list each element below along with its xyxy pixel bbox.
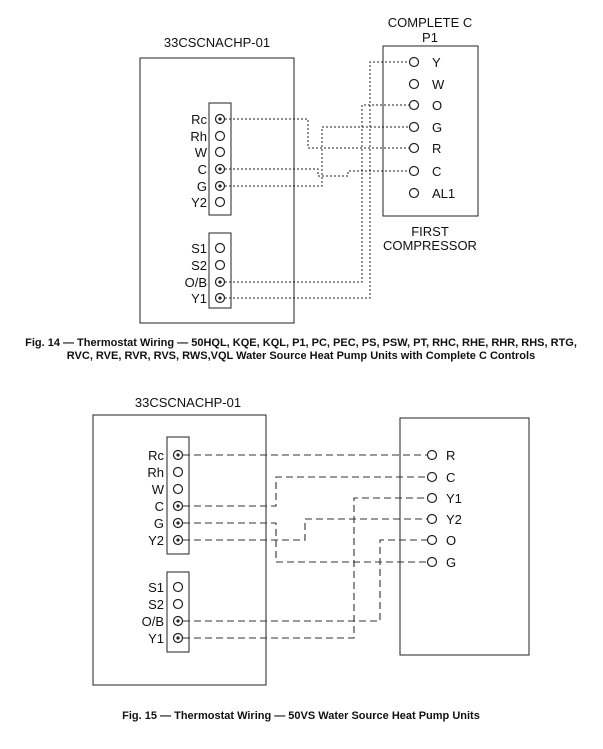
fig15-wire-end-y2 (176, 538, 180, 542)
fig15-terminal-s1 (172, 581, 184, 593)
fig15-terminal-label-c: C (155, 499, 164, 514)
fig14-terminal-label-c: C (198, 162, 207, 177)
fig14-terminal-w (214, 146, 226, 158)
fig15-terminal-label-s1: S1 (148, 580, 164, 595)
fig14-control-footer-line1: FIRST (411, 224, 449, 239)
fig15-terminal-label-w: W (152, 482, 165, 497)
fig14-control-label-o: O (432, 98, 442, 113)
fig15-unit-label-r: R (446, 448, 455, 463)
fig15-terminal-rh (172, 466, 184, 478)
fig15-terminal-label-y1: Y1 (148, 631, 164, 646)
fig15-terminal-label-rc: Rc (148, 448, 164, 463)
fig15-terminal-label-y2: Y2 (148, 533, 164, 548)
fig15-unit-terminal-g (426, 556, 438, 568)
fig15-wire-ob-to-o (183, 539, 427, 622)
fig15-unit-terminal-o (426, 534, 438, 546)
fig15-unit-label-y2: Y2 (446, 512, 462, 527)
fig14-control-terminal-c (408, 165, 420, 177)
fig14-wire-ob-to-o (225, 104, 409, 283)
fig14-terminal-s1 (214, 242, 226, 254)
fig15-unit-label-g: G (446, 555, 456, 570)
fig14-control-label-c: C (432, 164, 441, 179)
fig15-wire-g-to-g (183, 522, 427, 563)
fig14-control-label-al1: AL1 (432, 186, 455, 201)
fig14-control-label-y: Y (432, 55, 441, 70)
fig14-caption-line2: RVC, RVE, RVR, RVS, RWS,VQL Water Source… (67, 350, 535, 362)
fig14-thermostat-box (139, 57, 295, 324)
fig15-terminal-label-g: G (154, 516, 164, 531)
fig14-control-terminal-r (408, 142, 420, 154)
fig14-control-title-line2: P1 (422, 30, 438, 45)
fig15-upper-terminal-strip (166, 436, 190, 555)
fig14-lower-terminal-strip (208, 232, 232, 309)
fig14-terminal-label-s1: S1 (191, 241, 207, 256)
fig14-terminal-label-s2: S2 (191, 258, 207, 273)
fig14-control-terminal-y (408, 56, 420, 68)
fig14-control-label-r: R (432, 141, 441, 156)
fig14-terminal-label-y1: Y1 (191, 291, 207, 306)
fig15-terminal-label-rh: Rh (147, 465, 164, 480)
fig15-terminal-label-s2: S2 (148, 597, 164, 612)
fig15-wire-c-to-c (183, 476, 427, 507)
fig15-wire-end-c (176, 504, 180, 508)
fig15-diagram: 33CSCNACHP-01 Rc Rh W C G Y2 S1 S2 O/B Y… (92, 395, 530, 722)
fig15-wire-end-y1 (176, 636, 180, 640)
fig14-terminal-s2 (214, 259, 226, 271)
fig14-terminal-label-w: W (195, 145, 208, 160)
fig15-wire-end-g (176, 521, 180, 525)
fig14-terminal-rh (214, 130, 226, 142)
fig15-unit-terminal-c (426, 471, 438, 483)
fig15-lower-terminal-strip (166, 571, 190, 653)
fig14-control-label-g: G (432, 120, 442, 135)
fig15-unit-label-o: O (446, 533, 456, 548)
fig15-terminal-s2 (172, 598, 184, 610)
fig14-terminal-y2 (214, 196, 226, 208)
fig14-wire-end-c (218, 167, 222, 171)
fig14-terminal-label-y2: Y2 (191, 195, 207, 210)
fig15-caption: Fig. 15 — Thermostat Wiring — 50VS Water… (122, 710, 480, 722)
fig14-control-title-line1: COMPLETE C (388, 15, 473, 30)
fig14-control-terminal-w (408, 78, 420, 90)
fig15-unit-label-c: C (446, 470, 455, 485)
fig14-terminal-label-g: G (197, 179, 207, 194)
fig14-wire-c-to-c (225, 168, 409, 177)
fig14-control-box (382, 45, 479, 217)
fig15-wire-y2-to-y2 (183, 518, 427, 541)
fig14-terminal-label-rh: Rh (190, 129, 207, 144)
fig15-wire-y1-to-y1 (183, 497, 427, 639)
fig15-unit-box (399, 417, 530, 656)
fig14-upper-terminal-strip (208, 102, 232, 216)
fig14-wire-g-to-g (225, 126, 409, 187)
fig14-control-footer-line2: COMPRESSOR (383, 238, 477, 253)
fig15-unit-terminal-r (426, 449, 438, 461)
fig14-wire-rc-to-r (225, 118, 409, 149)
fig15-wire-end-rc (176, 453, 180, 457)
fig15-terminal-label-ob: O/B (142, 614, 164, 629)
fig15-unit-terminal-y1 (426, 492, 438, 504)
fig15-terminal-w (172, 483, 184, 495)
fig14-control-label-w: W (432, 77, 445, 92)
fig14-thermostat-title: 33CSCNACHP-01 (164, 35, 270, 50)
fig15-unit-label-y1: Y1 (446, 491, 462, 506)
fig15-wire-end-ob (176, 619, 180, 623)
fig15-thermostat-title: 33CSCNACHP-01 (135, 395, 241, 410)
fig14-wire-end-y1 (218, 296, 222, 300)
fig14-diagram: 33CSCNACHP-01 Rc Rh W C G Y2 S1 S2 O/B Y… (25, 15, 577, 362)
fig14-wire-end-rc (218, 117, 222, 121)
fig14-wire-end-g (218, 184, 222, 188)
fig15-unit-terminal-y2 (426, 513, 438, 525)
fig14-wire-end-ob (218, 280, 222, 284)
fig15-thermostat-box (92, 414, 267, 686)
fig14-wire-y1-to-y (225, 61, 409, 299)
fig14-caption-line1: Fig. 14 — Thermostat Wiring — 50HQL, KQE… (25, 337, 577, 349)
fig14-control-terminal-al1 (408, 187, 420, 199)
fig14-control-terminal-o (408, 99, 420, 111)
fig14-control-terminal-g (408, 121, 420, 133)
fig14-terminal-label-ob: O/B (185, 275, 207, 290)
fig14-terminal-label-rc: Rc (191, 112, 207, 127)
